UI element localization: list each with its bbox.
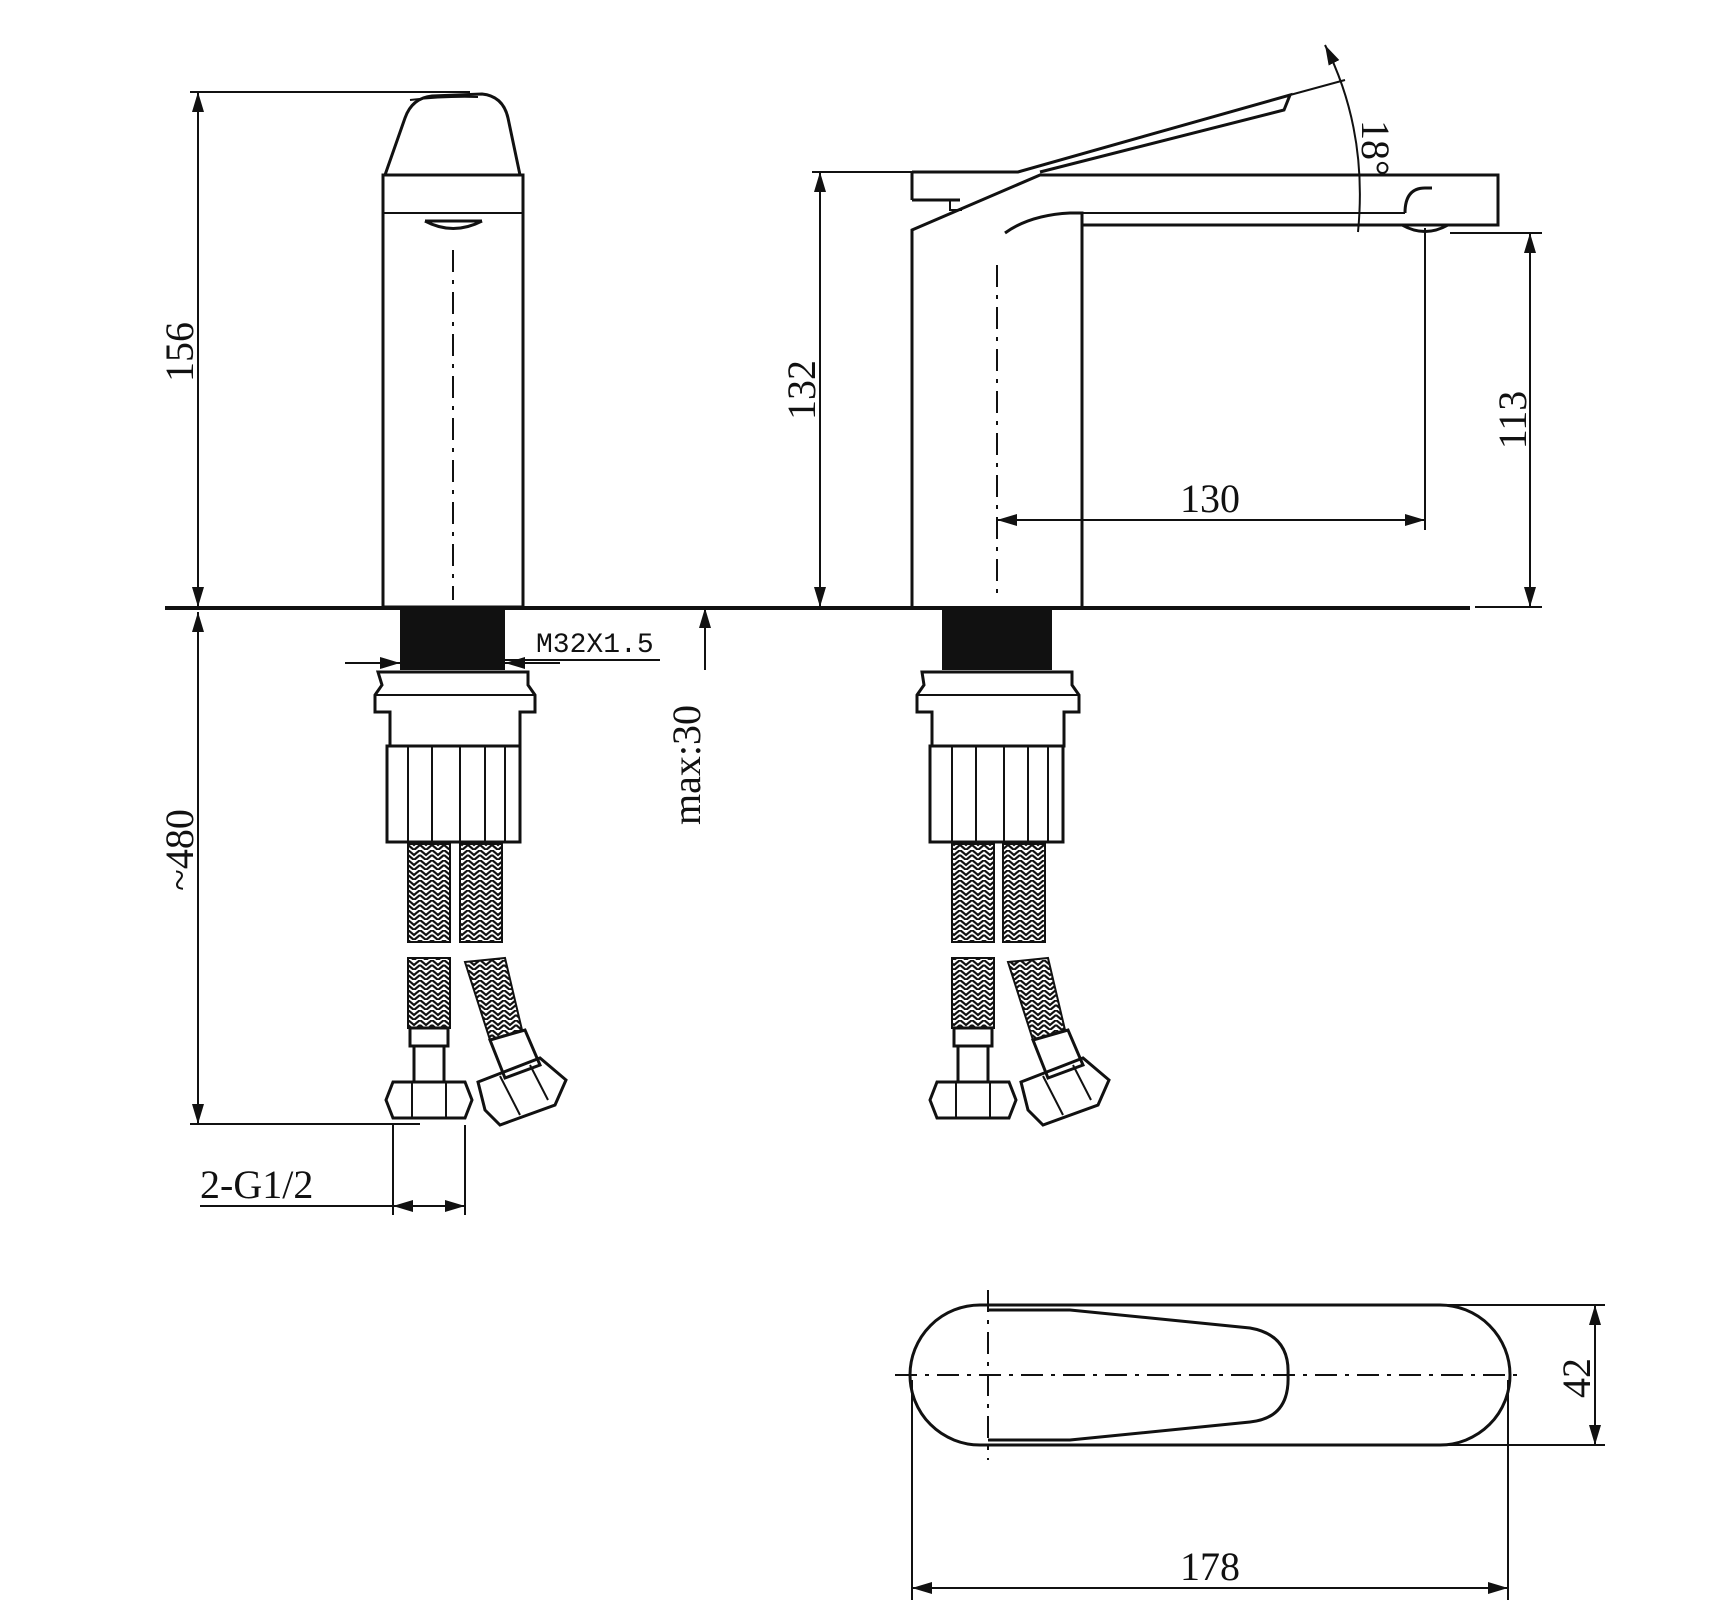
front-view	[381, 92, 525, 609]
dim-18-label: 18°	[1353, 120, 1398, 176]
dim-178-label: 178	[1180, 1544, 1240, 1589]
dim-156-label: 156	[157, 322, 202, 382]
dim-132-label: 132	[779, 360, 824, 420]
dim-handle-angle: 18°	[1289, 44, 1398, 233]
thread-label: M32X1.5	[536, 630, 654, 661]
max-label: max:30	[664, 705, 709, 825]
front-handle	[383, 92, 522, 176]
dim-spout-reach: 130	[997, 228, 1426, 530]
dim-total-height: 156	[157, 91, 470, 607]
g12-label: 2-G1/2	[200, 1162, 313, 1207]
side-body	[910, 173, 1500, 607]
dim-thread: M32X1.5	[505, 630, 660, 661]
front-body	[381, 173, 525, 609]
dim-hose-length: ~480	[157, 612, 420, 1125]
dim-480-label: ~480	[157, 809, 202, 891]
dim-max-deck: max:30	[664, 608, 711, 825]
dim-113-label: 113	[1490, 391, 1535, 450]
top-view	[895, 1290, 1520, 1460]
dim-top-length: 178	[911, 1380, 1509, 1600]
dim-body-height: 132	[779, 171, 912, 607]
side-view	[910, 92, 1500, 607]
front-connector	[345, 610, 568, 1127]
dim-spout-height: 113	[1450, 232, 1542, 608]
side-handle	[912, 92, 1293, 174]
dim-42-label: 42	[1554, 1358, 1599, 1398]
dim-130-label: 130	[1180, 476, 1240, 521]
dim-hose-connection: 2-G1/2	[200, 1125, 466, 1215]
side-connector	[915, 610, 1111, 1127]
dim-top-width: 42	[1440, 1304, 1605, 1446]
